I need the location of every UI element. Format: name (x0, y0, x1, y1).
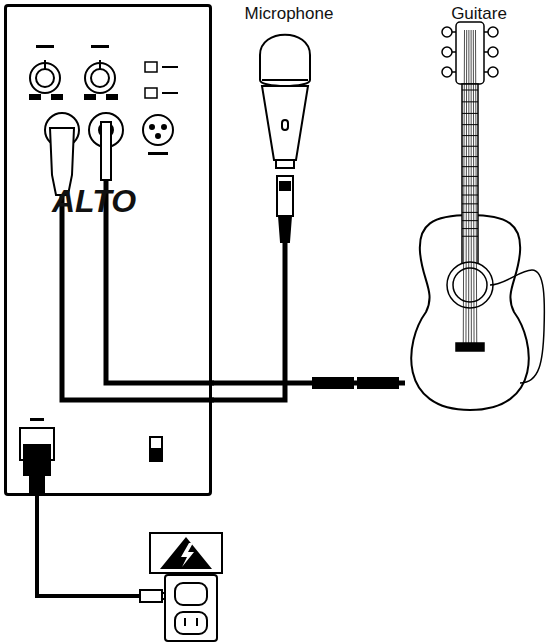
part-label: Microphone (225, 4, 353, 24)
power-inlet (20, 418, 54, 495)
pickup-wire (490, 270, 544, 383)
knob (30, 45, 117, 99)
tuner (442, 27, 498, 77)
microphone (260, 35, 310, 242)
cable (212, 242, 285, 400)
power-switch (150, 437, 162, 461)
warning-sign (150, 533, 222, 573)
part-label: Guitare (405, 4, 551, 24)
switch (145, 62, 178, 98)
guitar (411, 22, 529, 410)
brand-logo: ALTO (52, 183, 136, 220)
cable-connector (312, 377, 354, 389)
jack-plug (101, 122, 111, 180)
microphone-node: Microphone (225, 0, 353, 242)
amplifier-panel: ALTO (4, 4, 212, 496)
guitar-node: Guitare (405, 0, 551, 410)
guitar-string (463, 30, 477, 347)
power-cord (37, 495, 150, 596)
cable-connector (357, 377, 399, 389)
mic-cable (62, 195, 214, 400)
wall-outlet (165, 575, 217, 641)
